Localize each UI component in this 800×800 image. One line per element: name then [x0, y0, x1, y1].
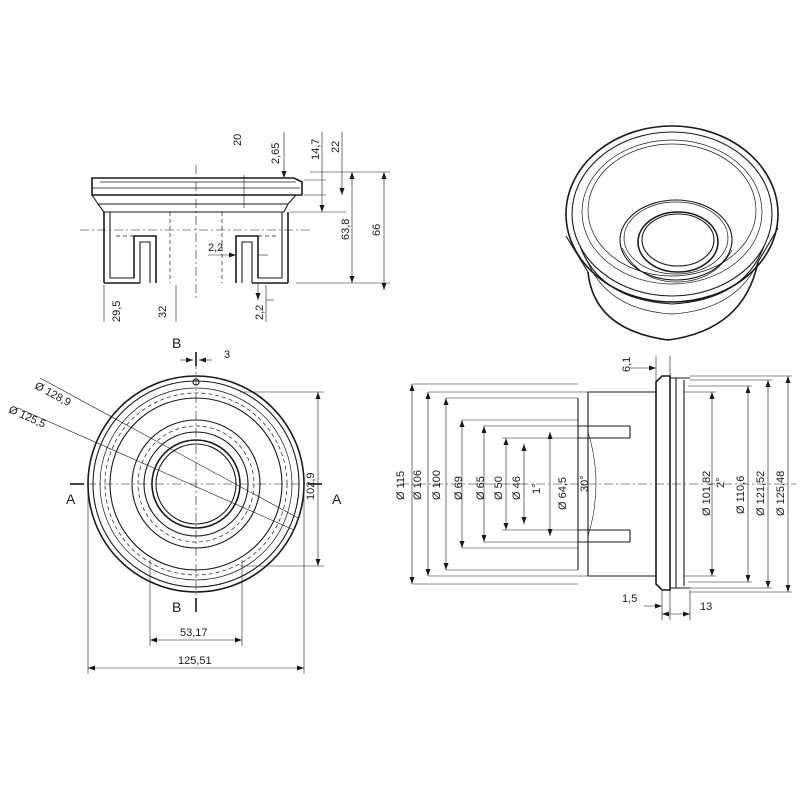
dim-dia-115: Ø 115	[395, 471, 407, 500]
dim-dia-125-48: Ø 125,48	[775, 471, 787, 516]
dim-125-51: 125,51	[178, 655, 212, 667]
dim-dia-121-52: Ø 121,52	[755, 471, 767, 516]
dim-dia-128-9: Ø 128,9	[33, 380, 73, 409]
section-view: 6,1 Ø 115 Ø 106 Ø 100 Ø 69 Ø 65 Ø 50 Ø 4…	[395, 356, 796, 620]
section-b-top: B	[172, 335, 181, 351]
section-a-right: A	[332, 491, 342, 507]
dim-dia-64-5: Ø 64,5	[557, 477, 569, 510]
angle-1-deg: 1°	[531, 483, 543, 494]
dim-dia-65: Ø 65	[475, 476, 487, 500]
dim-14-7: 14,7	[310, 139, 322, 160]
front-view: 20 2,65 14,7 22 63,8 66 2,2 29,5 32 2,2	[80, 132, 390, 322]
dim-dia-106: Ø 106	[412, 470, 424, 500]
dim-1-5: 1,5	[622, 593, 637, 605]
dim-2-2-inner: 2,2	[208, 242, 223, 254]
section-b-bottom: B	[172, 599, 181, 615]
angle-2-deg: 2°	[715, 477, 727, 488]
angle-30-deg: 30°	[579, 475, 591, 492]
dim-66: 66	[371, 224, 383, 236]
dim-102-9: 102,9	[305, 472, 317, 500]
dim-dia-50: Ø 50	[493, 476, 505, 500]
dim-53-17: 53,17	[180, 627, 208, 639]
dim-dia-110-6: Ø 110,6	[735, 476, 747, 514]
dim-63-8: 63,8	[340, 219, 352, 240]
dim-2-65: 2,65	[270, 143, 282, 164]
dim-32: 32	[157, 306, 169, 318]
dim-dia-101-82: Ø 101,82	[701, 471, 713, 516]
dim-dia-69: Ø 69	[453, 476, 465, 500]
dim-22: 22	[330, 141, 342, 153]
isometric-view	[565, 125, 779, 341]
top-view: B B A A 3 Ø 128,9 Ø 125,5 102,9 53,17 12…	[7, 335, 342, 674]
dim-3: 3	[224, 349, 230, 361]
dim-dia-100: Ø 100	[431, 470, 443, 500]
section-a-left: A	[66, 491, 76, 507]
dim-20: 20	[232, 134, 244, 146]
dim-dia-125-5: Ø 125,5	[7, 404, 48, 431]
dim-29-5: 29,5	[111, 301, 123, 322]
dim-dia-46: Ø 46	[511, 476, 523, 500]
dim-2-2-bottom: 2,2	[254, 305, 266, 320]
dim-13: 13	[700, 601, 712, 613]
dim-6-1: 6,1	[621, 357, 633, 372]
